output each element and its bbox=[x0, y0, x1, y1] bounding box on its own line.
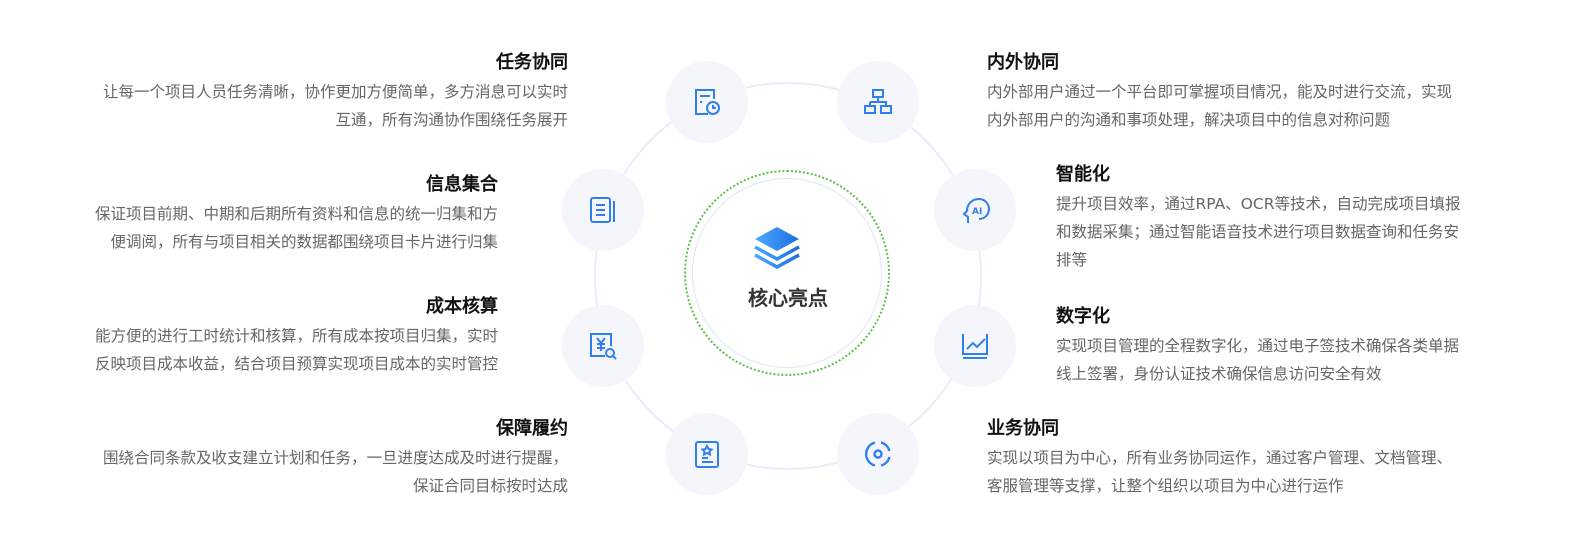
feature-desc: 反映项目成本收益，结合项目预算实现项目成本的实时管控 bbox=[94, 355, 498, 373]
feature-desc: 保证合同目标按时达成 bbox=[412, 477, 568, 495]
digital-node[interactable] bbox=[934, 305, 1016, 387]
feature-desc: 线上签署，身份认证技术确保信息访问安全有效 bbox=[1056, 365, 1382, 383]
feature-contract-guarantee: 保障履约 围绕合同条款及收支建立计划和任务，一旦进度达成及时进行提醒， 保证合同… bbox=[103, 416, 568, 500]
business-node[interactable] bbox=[837, 413, 919, 495]
contract-node[interactable] bbox=[666, 413, 748, 495]
feature-title: 数字化 bbox=[1056, 306, 1110, 327]
feature-title: 智能化 bbox=[1056, 164, 1110, 185]
feature-internal-external: 内外协同 内外部用户通过一个平台即可掌握项目情况，能及时进行交流，实现 内外部用… bbox=[987, 50, 1452, 134]
feature-title: 内外协同 bbox=[987, 52, 1059, 73]
certificate-icon bbox=[695, 441, 719, 468]
feature-desc: 保证项目前期、中期和后期所有资料和信息的统一归集和方 bbox=[94, 205, 498, 223]
yen-search-icon bbox=[590, 333, 617, 360]
svg-text:AI: AI bbox=[972, 207, 982, 217]
feature-desc: 让每一个项目人员任务清晰，协作更加方便简单，多方消息可以实时 bbox=[102, 83, 568, 101]
feature-task-collab: 任务协同 让每一个项目人员任务清晰，协作更加方便简单，多方消息可以实时 互通，所… bbox=[103, 50, 568, 134]
ai-node[interactable]: AI bbox=[934, 169, 1016, 251]
feature-business-collab: 业务协同 实现以项目为中心，所有业务协同运作，通过客户管理、文档管理、 客服管理… bbox=[987, 416, 1452, 500]
feature-info-collection: 信息集合 保证项目前期、中期和后期所有资料和信息的统一归集和方 便调阅，所有与项… bbox=[95, 172, 498, 256]
dotted-ring bbox=[684, 170, 890, 376]
feature-desc: 实现以项目为中心，所有业务协同运作，通过客户管理、文档管理、 bbox=[987, 449, 1453, 467]
ai-head-icon: AI bbox=[962, 197, 990, 223]
sync-cycle-icon bbox=[864, 441, 891, 467]
feature-title: 成本核算 bbox=[426, 296, 498, 317]
task-clock-icon bbox=[695, 89, 720, 115]
cost-node[interactable] bbox=[562, 305, 644, 387]
inner-ring bbox=[692, 178, 882, 368]
feature-title: 保障履约 bbox=[496, 418, 568, 439]
feature-title: 信息集合 bbox=[426, 174, 498, 195]
feature-desc: 内外部用户通过一个平台即可掌握项目情况，能及时进行交流，实现 bbox=[987, 83, 1453, 101]
info-node[interactable] bbox=[562, 169, 644, 251]
outer-ring bbox=[594, 82, 982, 470]
document-list-icon bbox=[590, 197, 615, 223]
feature-desc: 内外部用户的沟通和事项处理，解决项目中的信息对称问题 bbox=[987, 111, 1391, 129]
layers-icon bbox=[754, 227, 800, 269]
feature-title: 任务协同 bbox=[496, 52, 568, 73]
feature-desc: 实现项目管理的全程数字化，通过电子签技术确保各类单据 bbox=[1056, 337, 1460, 355]
feature-desc: 提升项目效率，通过RPA、OCR等技术，自动完成项目填报 bbox=[1056, 195, 1461, 213]
feature-desc: 能方便的进行工时统计和核算，所有成本按项目归集，实时 bbox=[94, 327, 498, 345]
feature-intelligent: 智能化 提升项目效率，通过RPA、OCR等技术，自动完成项目填报 和数据采集；通… bbox=[1056, 162, 1461, 274]
center-title: 核心亮点 bbox=[748, 286, 828, 310]
feature-desc: 和数据采集；通过智能语音技术进行项目数据查询和任务安 bbox=[1056, 223, 1460, 241]
task-node[interactable] bbox=[666, 61, 748, 143]
org-chart-icon bbox=[864, 89, 892, 114]
feature-desc: 排等 bbox=[1056, 251, 1088, 269]
feature-desc: 客服管理等支撑，让整个组织以项目为中心进行运作 bbox=[987, 477, 1344, 495]
feature-desc: 围绕合同条款及收支建立计划和任务，一旦进度达成及时进行提醒， bbox=[102, 449, 568, 467]
feature-title: 业务协同 bbox=[987, 418, 1059, 439]
chart-trend-icon bbox=[962, 334, 988, 359]
org-node[interactable] bbox=[837, 61, 919, 143]
feature-digital: 数字化 实现项目管理的全程数字化，通过电子签技术确保各类单据 线上签署，身份认证… bbox=[1056, 304, 1459, 388]
feature-cost-accounting: 成本核算 能方便的进行工时统计和核算，所有成本按项目归集，实时 反映项目成本收益… bbox=[95, 294, 498, 378]
feature-desc: 互通，所有沟通协作围绕任务展开 bbox=[335, 111, 568, 129]
feature-desc: 便调阅，所有与项目相关的数据都围绕项目卡片进行归集 bbox=[110, 233, 498, 251]
